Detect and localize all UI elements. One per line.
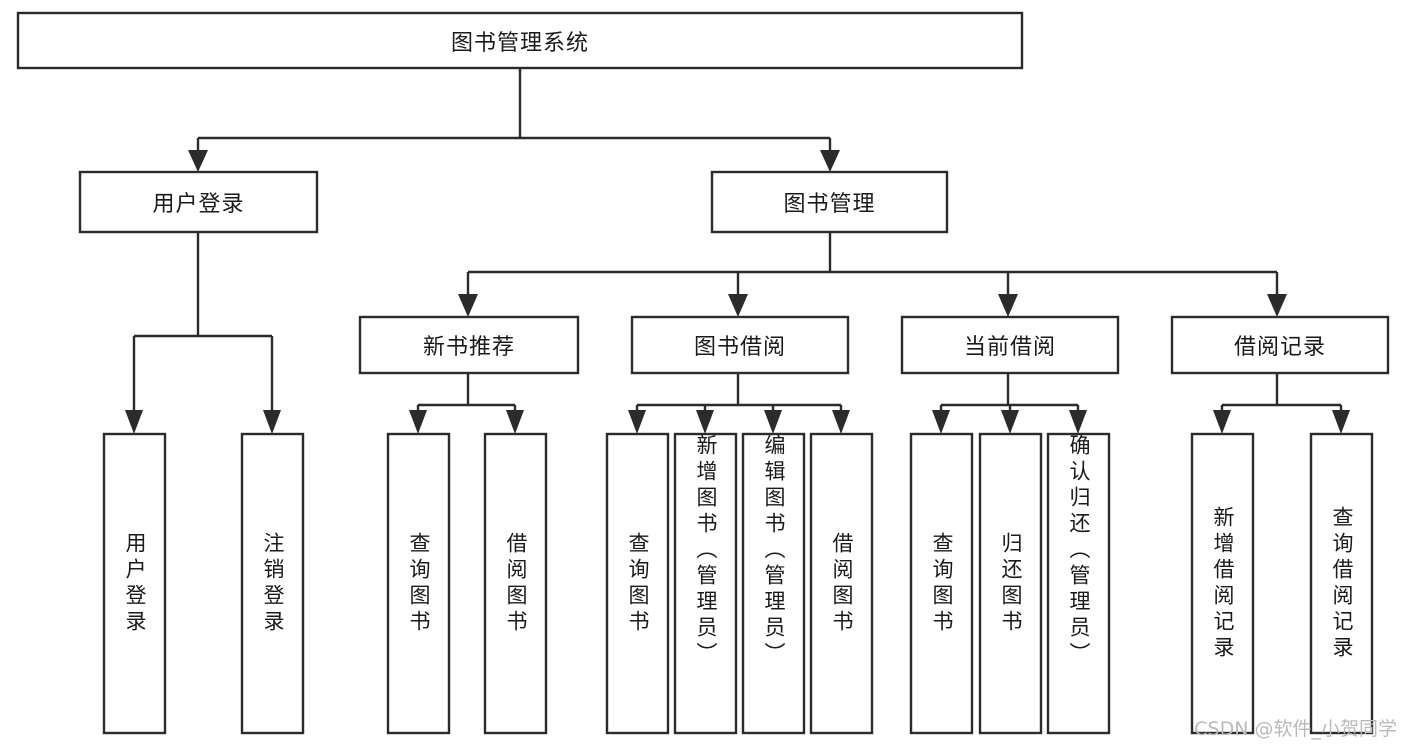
arrow-head-user-login-leaf-0 xyxy=(125,410,143,434)
node-leaf-current-borrow-0[interactable] xyxy=(909,432,974,735)
node-boxes xyxy=(16,11,1390,735)
arrow-head-new-book-leaf-0 xyxy=(409,410,427,434)
node-leaf-book-borrow-1[interactable] xyxy=(673,432,738,735)
arrow-head-user-login-leaf-1 xyxy=(263,410,281,434)
arrow-head-book-borrow-leaf-0 xyxy=(628,410,646,434)
arrow-head-book-borrow-leaf-2 xyxy=(764,410,782,434)
node-leaf-book-borrow-3[interactable] xyxy=(809,432,874,735)
node-leaf-new-book-1[interactable] xyxy=(483,432,548,735)
arrow-head-current-borrow xyxy=(998,294,1018,317)
node-leaf-current-borrow-1[interactable] xyxy=(978,432,1043,735)
node-leaf-book-borrow-0[interactable] xyxy=(605,432,670,735)
node-leaf-borrow-record-1[interactable] xyxy=(1309,432,1374,735)
node-leaf-new-book-0[interactable] xyxy=(386,432,451,735)
node-current-borrow[interactable] xyxy=(900,315,1120,375)
node-borrow-record[interactable] xyxy=(1170,315,1390,375)
node-leaf-user-login-0[interactable] xyxy=(102,432,167,735)
arrow-head-current-borrow-leaf-2 xyxy=(1069,410,1087,434)
node-leaf-book-borrow-2[interactable] xyxy=(741,432,806,735)
node-root[interactable] xyxy=(16,11,1024,70)
arrow-head-current-borrow-leaf-0 xyxy=(932,410,950,434)
connectors xyxy=(125,68,1350,434)
arrow-head-borrow-record-leaf-0 xyxy=(1213,410,1231,434)
node-leaf-current-borrow-2[interactable] xyxy=(1046,432,1111,735)
arrow-head-new-book-leaf-1 xyxy=(506,410,524,434)
arrow-head-book-borrow-leaf-1 xyxy=(696,410,714,434)
arrow-head-book-mgmt xyxy=(820,150,840,172)
arrow-head-borrow-record xyxy=(1267,294,1287,317)
arrow-head-book-borrow-leaf-3 xyxy=(832,410,850,434)
node-leaf-user-login-1[interactable] xyxy=(240,432,305,735)
arrow-head-user-login xyxy=(188,150,208,172)
arrow-head-book-borrow xyxy=(728,294,748,317)
arrow-head-new-book xyxy=(458,294,478,317)
node-leaf-borrow-record-0[interactable] xyxy=(1190,432,1255,735)
node-book-borrow[interactable] xyxy=(630,315,850,375)
node-book-management[interactable] xyxy=(710,170,949,234)
arrow-head-current-borrow-leaf-1 xyxy=(1001,410,1019,434)
node-user-login[interactable] xyxy=(78,170,319,234)
arrow-head-borrow-record-leaf-1 xyxy=(1332,410,1350,434)
node-new-book-recommend[interactable] xyxy=(358,315,580,375)
